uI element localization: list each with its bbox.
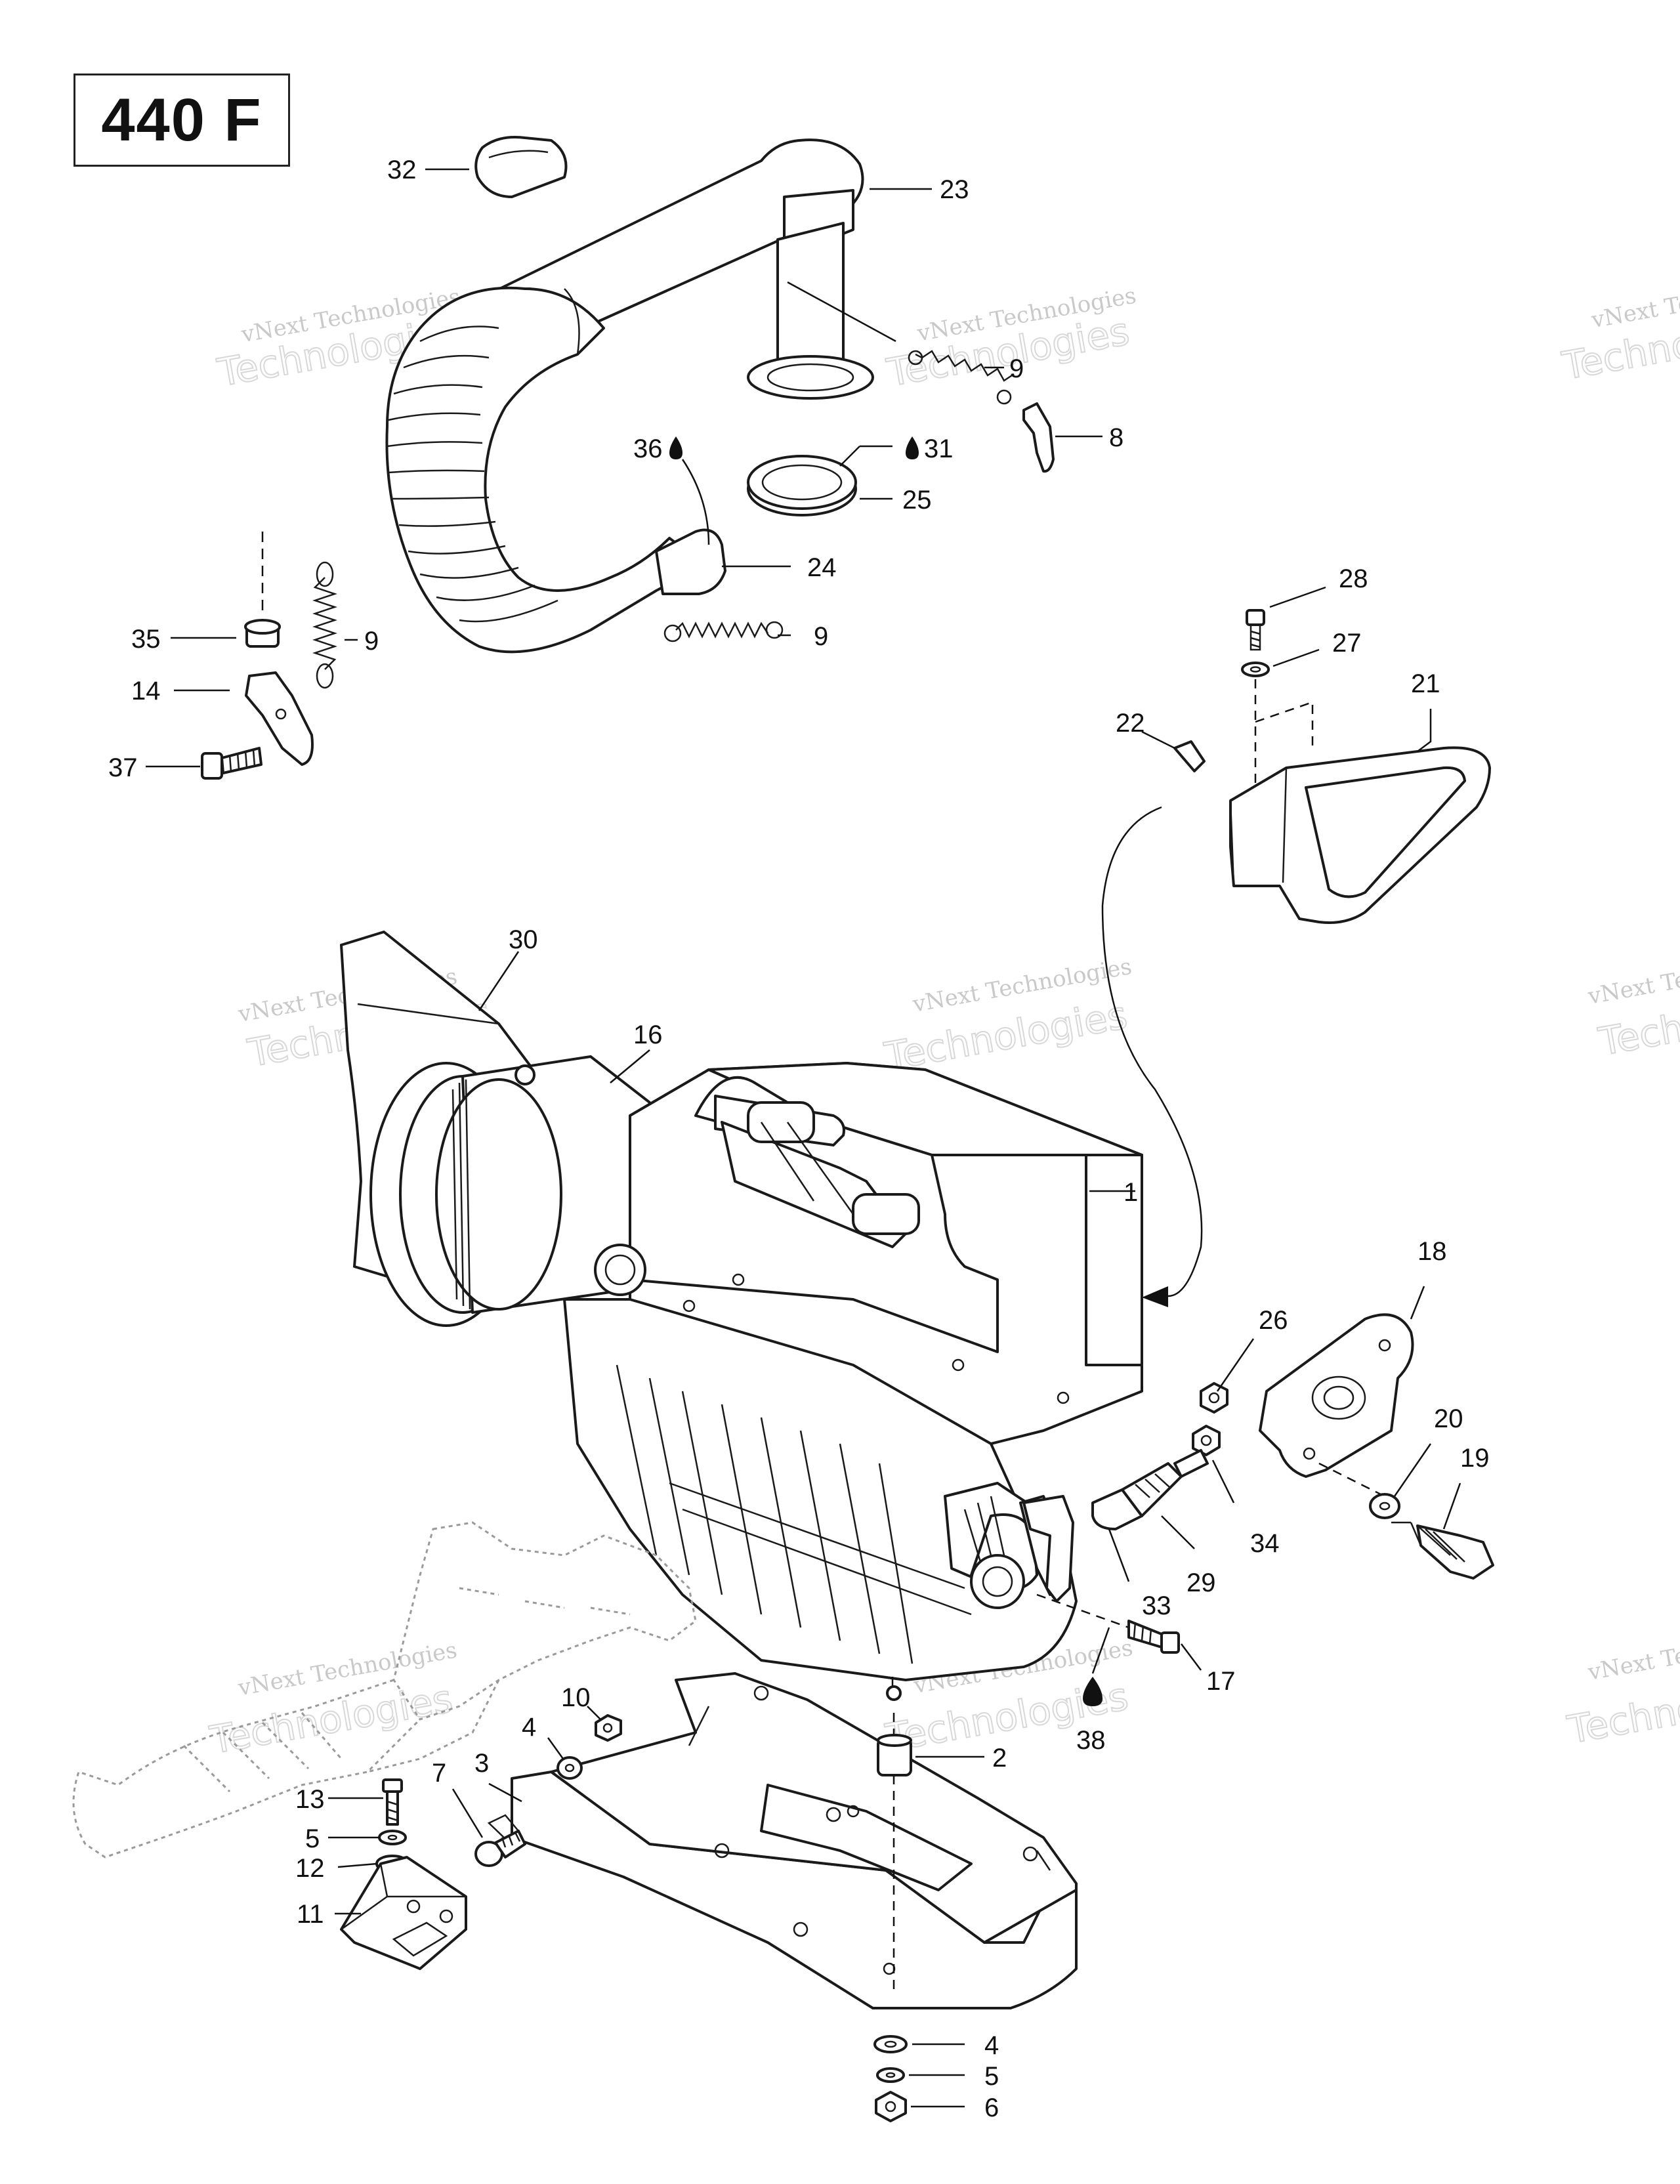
part-ring-seal [747, 455, 857, 516]
callout-35: 35 [131, 625, 161, 654]
callout-31: 31 [924, 434, 954, 463]
callout-7: 7 [432, 1759, 446, 1788]
part-bolt-37 [201, 747, 262, 780]
callout-9: 9 [814, 622, 828, 651]
part-spring-mid [663, 621, 784, 642]
callout-19: 19 [1460, 1444, 1490, 1473]
callout-4: 4 [984, 2031, 999, 2060]
callout-16: 16 [633, 1020, 663, 1049]
part-small-bracket [1022, 402, 1055, 473]
part-stud-29 [1091, 1449, 1209, 1530]
callout-6: 6 [984, 2093, 999, 2122]
watermark-small: vNext Technologies [1586, 1622, 1680, 1686]
diagram-title-box: 440 F [74, 74, 290, 167]
callout-4: 4 [522, 1713, 536, 1742]
part-washer-4a [556, 1756, 583, 1780]
diagram-title: 440 F [101, 86, 262, 154]
callout-3: 3 [474, 1749, 489, 1778]
drop-icon-31 [906, 436, 919, 459]
callout-29: 29 [1186, 1568, 1216, 1597]
ghost-exhaust-manifold [72, 1521, 697, 1858]
part-support-plate-18 [1259, 1313, 1414, 1498]
part-spring-top [908, 350, 1015, 405]
callout-37: 37 [108, 753, 138, 782]
part-washer-4b [873, 2035, 908, 2053]
part-clip-22 [1173, 740, 1206, 772]
callout-numbers: 32 23 9 8 36 31 25 24 35 9 9 14 37 28 27… [108, 156, 1490, 2122]
callout-8: 8 [1109, 423, 1124, 452]
part-washer-27 [1241, 662, 1270, 677]
callout-13: 13 [295, 1785, 325, 1814]
callout-26: 26 [1259, 1306, 1288, 1335]
callout-9: 9 [364, 627, 379, 656]
callout-18: 18 [1418, 1237, 1447, 1266]
drop-icon-38 [1083, 1677, 1102, 1706]
callout-10: 10 [561, 1683, 591, 1712]
drop-icon-36 [669, 436, 682, 459]
callout-5: 5 [305, 1824, 320, 1853]
callout-20: 20 [1434, 1404, 1463, 1433]
part-screw-17 [1036, 1593, 1180, 1654]
callout-21: 21 [1411, 669, 1440, 698]
callout-14: 14 [131, 677, 161, 705]
part-spring-left [312, 561, 337, 689]
part-rubber-bumper [244, 532, 281, 648]
callout-36: 36 [633, 434, 663, 463]
part-bolt-19 [1391, 1521, 1494, 1580]
part-rubber-mount-7 [474, 1814, 526, 1867]
part-lockwasher-5b [876, 2067, 905, 2083]
callout-9: 9 [1009, 354, 1024, 383]
watermark-small: vNext Technologies [1589, 269, 1680, 333]
part-nut-26 [1200, 1382, 1228, 1414]
part-heat-shield-clip [474, 136, 568, 198]
part-lockwasher-5a [378, 1830, 407, 1845]
callout-5: 5 [984, 2062, 999, 2091]
part-washer-20 [1369, 1493, 1400, 1519]
callout-23: 23 [940, 175, 969, 204]
part-nut-6 [875, 2091, 907, 2122]
callout-17: 17 [1206, 1667, 1236, 1696]
callout-1: 1 [1124, 1178, 1138, 1207]
part-engine-mount-plate [511, 1672, 1078, 2009]
callout-27: 27 [1332, 629, 1362, 658]
part-intake-boot-16 [369, 1055, 651, 1327]
callout-28: 28 [1339, 564, 1368, 593]
callout-22: 22 [1116, 709, 1145, 738]
watermark-small: vNext Technologies [1586, 946, 1680, 1010]
callout-11: 11 [297, 1900, 324, 1929]
part-mount-bracket-14 [245, 671, 314, 766]
part-mount-bracket-11 [340, 1856, 467, 1970]
assembly-arrow [1101, 806, 1203, 1307]
callout-24: 24 [807, 553, 837, 582]
part-nut-10 [595, 1714, 622, 1742]
callout-34: 34 [1250, 1529, 1280, 1558]
callout-12: 12 [295, 1854, 325, 1883]
callout-25: 25 [902, 486, 932, 514]
callout-2: 2 [992, 1744, 1007, 1773]
part-engine-1 [563, 1062, 1143, 1701]
part-bolt-28 [1246, 609, 1265, 651]
callout-38: 38 [1076, 1726, 1106, 1755]
part-spacer-2 [877, 1713, 912, 1995]
part-tuned-pipe [385, 138, 864, 654]
part-bracket-exhaust [1022, 1495, 1074, 1603]
callout-32: 32 [387, 156, 417, 184]
callout-30: 30 [509, 925, 538, 954]
callout-33: 33 [1142, 1591, 1171, 1620]
part-nut-34 [1192, 1425, 1221, 1456]
leader-lines [146, 168, 1461, 2108]
lead-36 [681, 459, 710, 545]
part-air-intake-silencer [1229, 679, 1491, 924]
part-pipe-outlet [747, 189, 896, 400]
part-bolt-13 [382, 1778, 403, 1826]
